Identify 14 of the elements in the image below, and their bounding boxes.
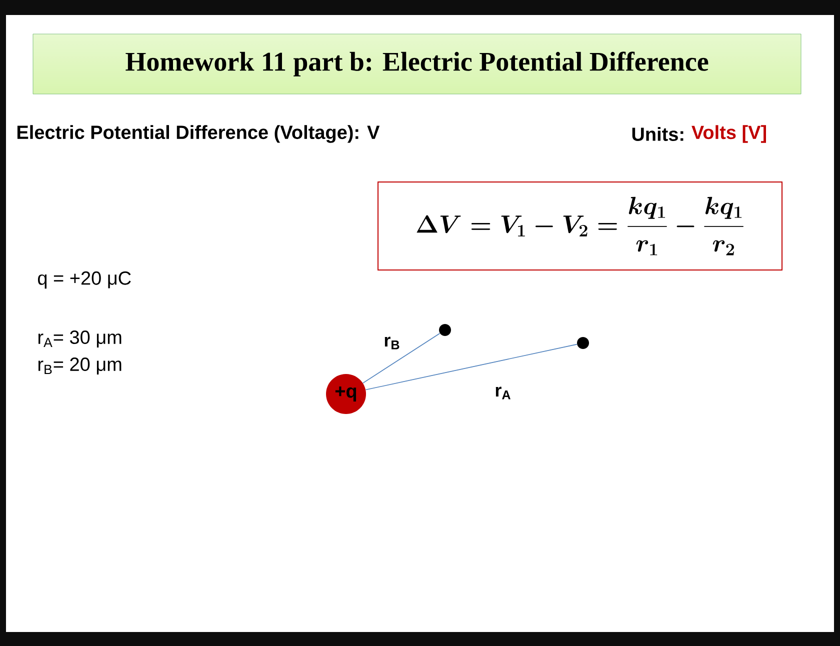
title-banner: Homework 11 part b: Electric Potential Difference (32, 34, 802, 94)
units-value: Volts [V] (692, 125, 766, 143)
heading-text: Electric Potential Difference (Voltage): V (17, 125, 380, 143)
formula-box: $\Delta V = V_1 - V_2 = \frac{kq_1}{r_1} - \frac{kq_1}{r_2}$ (378, 182, 782, 270)
point-dot (577, 337, 589, 349)
units-label: Units: (632, 127, 684, 141)
charge-value: q = +20 μC (38, 271, 131, 289)
edge-label: r$_{A}$ (496, 386, 510, 400)
distance-value: r$_{B}$= 20 μm (38, 358, 122, 374)
distance-value: r$_{A}$= 30 μm (38, 330, 122, 348)
connector-line (362, 332, 440, 384)
edge-label: r$_{B}$ (384, 336, 400, 350)
connector-line (365, 344, 578, 390)
point-dot (439, 324, 451, 336)
